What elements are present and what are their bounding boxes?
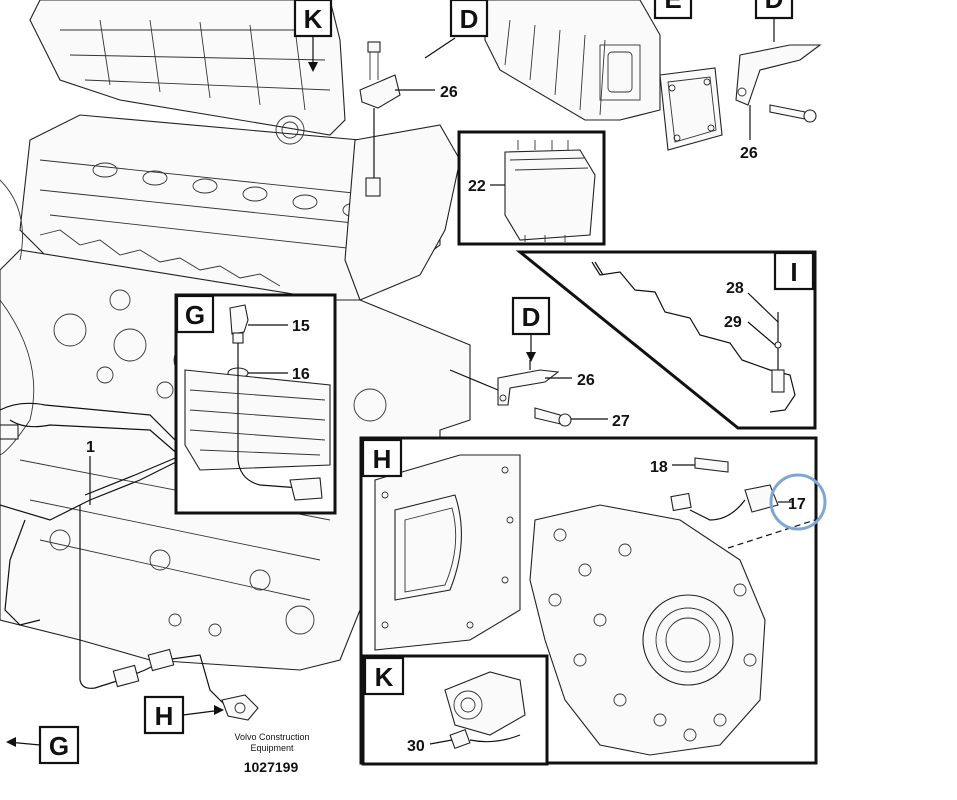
- view-letter: D: [460, 4, 479, 34]
- part-label-15: 15: [292, 318, 310, 335]
- view-tag-D-mid: D: [511, 296, 551, 362]
- view-tag-I-panel: I: [773, 251, 815, 291]
- figure-footer: Volvo Construction Equipment 1027199: [234, 732, 309, 775]
- view-tag-K-top: K: [293, 0, 333, 72]
- part-label-1: 1: [86, 439, 95, 456]
- panel-G-sensor-drawing: [174, 293, 337, 515]
- view-tag-G-callout: G: [6, 725, 80, 765]
- part-label-28: 28: [726, 280, 744, 297]
- view-letter: D: [765, 0, 784, 14]
- part-label-26: 26: [440, 84, 458, 101]
- panel-I-pipe-drawing: [515, 250, 817, 430]
- part-label-17: 17: [788, 496, 806, 513]
- view-letter: K: [304, 4, 323, 34]
- view-tag-D-top: D: [449, 0, 489, 38]
- doc-number: 1027199: [244, 759, 299, 775]
- view-letter: H: [373, 444, 392, 474]
- view-tag-H-panel: H: [361, 438, 403, 478]
- part-label-18: 18: [650, 459, 668, 476]
- view-tag-D-topright: D: [754, 0, 794, 42]
- view-letter: I: [790, 257, 797, 287]
- ecu-22-panel: [457, 130, 606, 246]
- view-tag-H-callout: H: [143, 695, 224, 735]
- part-label-22: 22: [468, 178, 486, 195]
- part-label-29: 29: [724, 314, 742, 331]
- bracket-26-27-drawing: [449, 360, 572, 427]
- highlight-circle: [769, 473, 827, 531]
- part-label-16: 16: [292, 366, 310, 383]
- publisher-line-2: Equipment: [250, 743, 294, 753]
- view-letter: G: [185, 300, 205, 330]
- part-labels: 26 26 22 28 29 15 16 26 27 18 17 30 1: [86, 84, 827, 755]
- view-letter: K: [375, 662, 394, 692]
- view-letter: D: [522, 302, 541, 332]
- part-label-26: 26: [740, 145, 758, 162]
- bracket-26-topright-drawing: [735, 44, 822, 140]
- view-tag-E-top: E: [653, 0, 693, 20]
- bolt-bracket-drawing: [359, 37, 456, 197]
- part-label-26: 26: [577, 372, 595, 389]
- part-label-30: 30: [407, 738, 425, 755]
- view-letter: H: [155, 701, 174, 731]
- publisher-line-1: Volvo Construction: [234, 732, 309, 742]
- wiring-harness-drawing: [0, 402, 259, 721]
- part-label-27: 27: [612, 413, 630, 430]
- view-letter: E: [664, 0, 681, 14]
- view-tag-K-panel: K: [363, 656, 405, 696]
- view-tag-G-panel: G: [175, 294, 215, 334]
- view-letter: G: [49, 731, 69, 761]
